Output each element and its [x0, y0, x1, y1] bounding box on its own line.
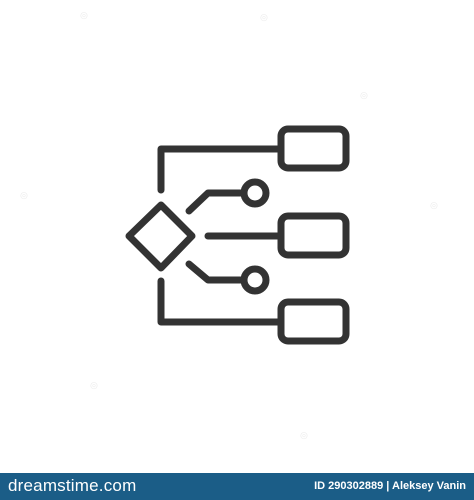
middle-process-box — [277, 212, 350, 259]
footer-logo: dreamstime.com — [8, 476, 137, 495]
lower-node-circle — [240, 265, 270, 295]
bottom-connector — [157, 277, 283, 326]
flowchart-icon-graphic — [125, 125, 350, 345]
top-connector — [157, 145, 283, 194]
decision-diamond — [125, 201, 196, 272]
bottom-process-box — [277, 298, 350, 345]
footer-bar: dreamstime.com ID 290302889 | Aleksey Va… — [0, 473, 474, 500]
upper-node-connector — [185, 189, 246, 215]
upper-node-circle — [240, 178, 270, 208]
flowchart-icon — [125, 125, 350, 345]
image-id: ID 290302889 — [314, 480, 384, 492]
top-process-box — [277, 125, 350, 172]
author-name: Aleksey Vanin — [392, 480, 466, 492]
lower-node-connector — [185, 260, 246, 284]
footer-credit: ID 290302889 | Aleksey Vanin — [314, 480, 466, 492]
credit-separator: | — [386, 480, 392, 492]
